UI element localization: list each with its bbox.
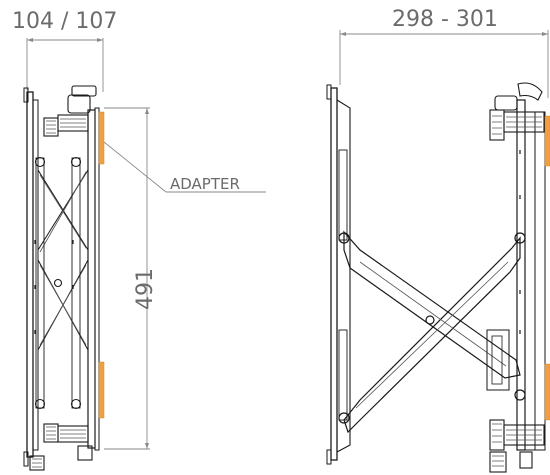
width-label: 298 - 301 [392,7,498,32]
front-view: 298 - 301 [326,7,550,473]
height-dimension: 491 [104,107,158,450]
right-top-knob [489,82,545,141]
bottom-knob [29,423,93,471]
adapter-pad-bottom [98,361,105,419]
height-label: 491 [133,268,158,310]
adapter-pad-right-bottom [544,363,550,421]
adapter-callout: ADAPTER [103,141,266,193]
depth-label: 104 / 107 [12,9,117,34]
width-dimension: 298 - 301 [339,7,549,98]
depth-dimension: 104 / 107 [12,9,117,92]
side-view: 104 / 107 491 ADAPTER [12,9,266,471]
adapter-pad-right-top [544,115,550,167]
adapter-label: ADAPTER [170,175,240,193]
top-knob [43,85,97,137]
adapter-pad-top [98,111,105,165]
right-bottom-knob [489,419,545,473]
